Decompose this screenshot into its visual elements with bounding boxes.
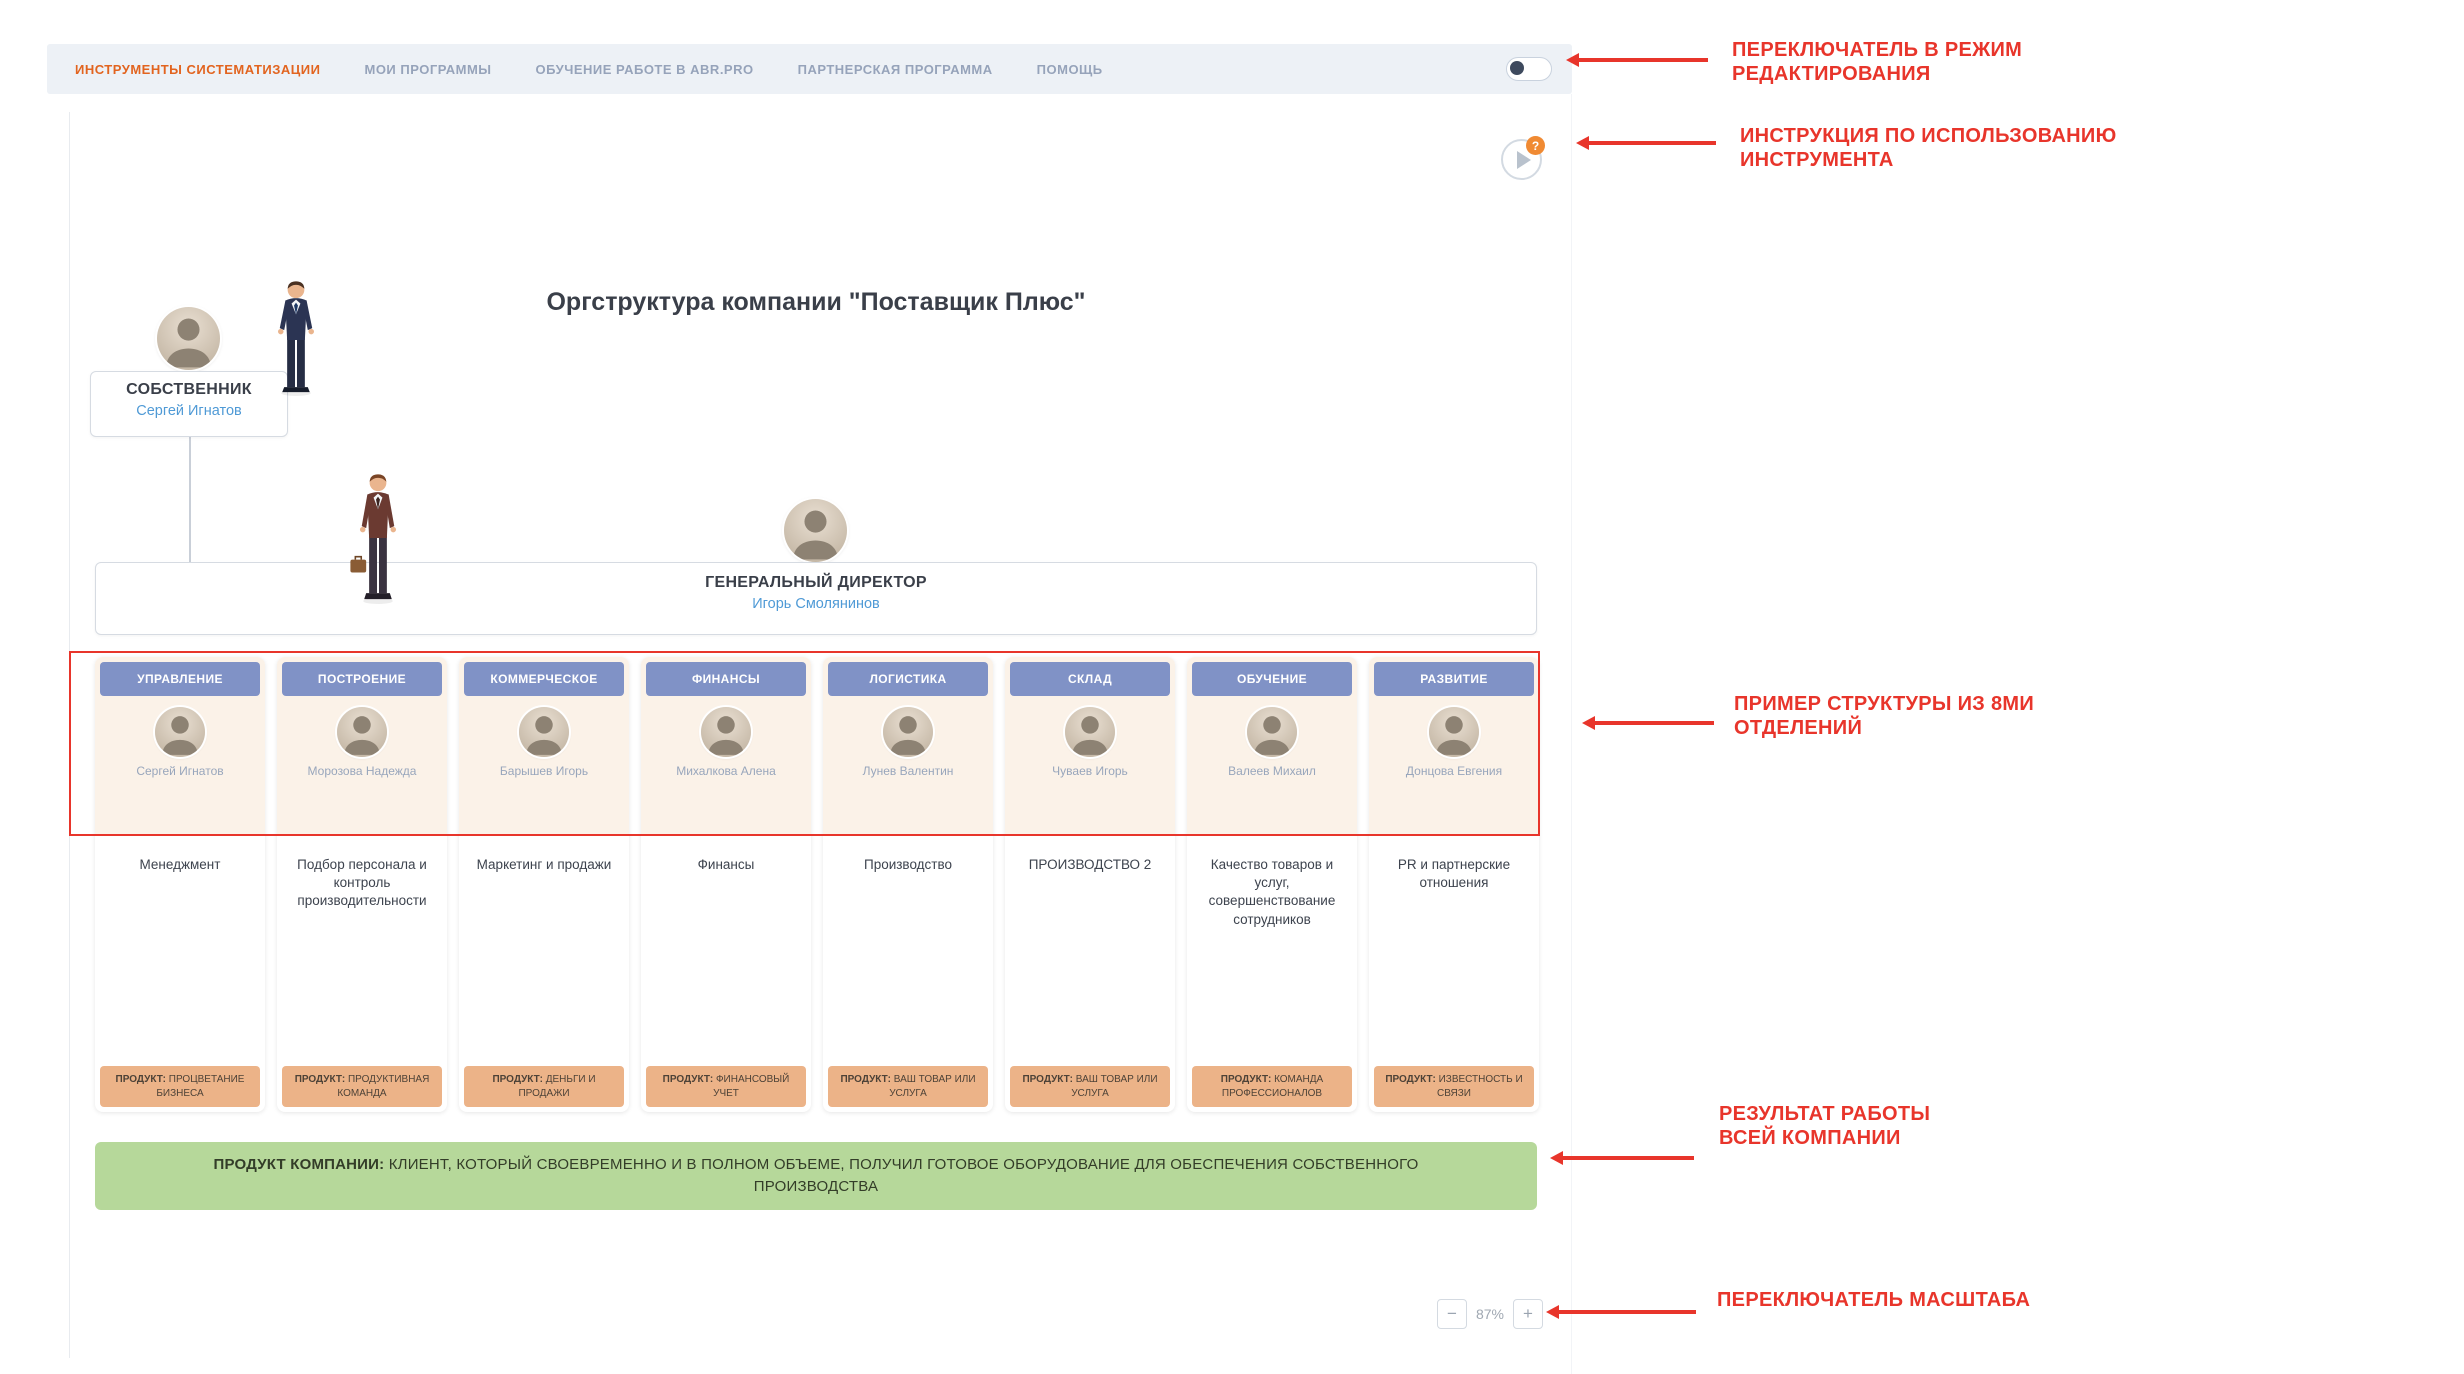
department-description: Качество товаров и услуг, совершенствова… [1187, 836, 1357, 1066]
department-head-avatar [1247, 707, 1297, 757]
toggle-knob [1510, 60, 1524, 75]
department-card-obuchenie[interactable]: ОБУЧЕНИЕ Валеев Михаил Качество товаров … [1187, 657, 1357, 1112]
zoom-control: − 87% + [1437, 1299, 1543, 1329]
department-top: ПОСТРОЕНИЕ Морозова Надежда [277, 657, 447, 836]
director-card[interactable]: ГЕНЕРАЛЬНЫЙ ДИРЕКТОР Игорь Смолянинов [95, 562, 1537, 635]
department-card-logistika[interactable]: ЛОГИСТИКА Лунев Валентин Производство ПР… [823, 657, 993, 1112]
department-head-avatar [337, 707, 387, 757]
department-product-badge: ПРОДУКТ: ИЗВЕСТНОСТЬ И СВЯЗИ [1374, 1066, 1534, 1107]
department-description: Менеджмент [95, 836, 265, 1066]
department-top: РАЗВИТИЕ Донцова Евгения [1369, 657, 1539, 836]
nav-item-partner-program[interactable]: ПАРТНЕРСКАЯ ПРОГРАММА [797, 61, 993, 77]
department-title: ФИНАНСЫ [646, 662, 806, 696]
nav-item-abrpro-training[interactable]: ОБУЧЕНИЕ РАБОТЕ В ABR.PRO [535, 61, 754, 77]
department-top: ФИНАНСЫ Михалкова Алена [641, 657, 811, 836]
department-head-avatar [1429, 707, 1479, 757]
businessman-illustration-owner [278, 281, 314, 397]
department-card-razvitie[interactable]: РАЗВИТИЕ Донцова Евгения PR и партнерски… [1369, 657, 1539, 1112]
nav-item-my-programs[interactable]: МОИ ПРОГРАММЫ [364, 61, 492, 77]
businessman-illustration-director [350, 474, 397, 605]
chart-title: Оргструктура компании "Поставщик Плюс" [546, 288, 1086, 316]
department-product-badge: ПРОДУКТ: ВАШ ТОВАР ИЛИ УСЛУГА [828, 1066, 988, 1107]
department-top: КОММЕРЧЕСКОЕ Барышев Игорь [459, 657, 629, 836]
panel-left-border [69, 112, 70, 1358]
director-avatar [784, 499, 847, 562]
department-product-badge: ПРОДУКТ: ВАШ ТОВАР ИЛИ УСЛУГА [1010, 1066, 1170, 1107]
zoom-in-button[interactable]: + [1513, 1299, 1543, 1329]
play-icon [1517, 151, 1531, 169]
department-title: СКЛАД [1010, 662, 1170, 696]
department-head-name: Сергей Игнатов [136, 764, 224, 778]
department-product-badge: ПРОДУКТ: ПРОДУКТИВНАЯ КОМАНДА [282, 1066, 442, 1107]
annotation-edit-mode-toggle: ПЕРЕКЛЮЧАТЕЛЬ В РЕЖИМ РЕДАКТИРОВАНИЯ [1732, 39, 2023, 85]
department-head-avatar [155, 707, 205, 757]
company-product-banner: ПРОДУКТ КОМПАНИИ: КЛИЕНТ, КОТОРЫЙ СВОЕВР… [95, 1142, 1537, 1210]
owner-role: СОБСТВЕННИК [126, 381, 252, 398]
department-top: ЛОГИСТИКА Лунев Валентин [823, 657, 993, 836]
department-top: УПРАВЛЕНИЕ Сергей Игнатов [95, 657, 265, 836]
panel-right-border [1571, 94, 1572, 1374]
department-top: ОБУЧЕНИЕ Валеев Михаил [1187, 657, 1357, 836]
department-head-avatar [519, 707, 569, 757]
department-title: УПРАВЛЕНИЕ [100, 662, 260, 696]
annotation-arrow-structure-example [1582, 716, 1714, 729]
department-description: ПРОИЗВОДСТВО 2 [1005, 836, 1175, 1066]
department-description: Подбор персонала и контроль производител… [277, 836, 447, 1066]
department-product-badge: ПРОДУКТ: КОМАНДА ПРОФЕССИОНАЛОВ [1192, 1066, 1352, 1107]
department-top: СКЛАД Чуваев Игорь [1005, 657, 1175, 836]
departments-row: УПРАВЛЕНИЕ Сергей Игнатов Менеджмент ПРО… [95, 657, 1539, 1112]
department-card-finansy[interactable]: ФИНАНСЫ Михалкова Алена Финансы ПРОДУКТ:… [641, 657, 811, 1112]
org-connector-line [189, 437, 191, 562]
owner-avatar [157, 307, 220, 370]
owner-name[interactable]: Сергей Игнатов [136, 403, 242, 419]
department-title: ОБУЧЕНИЕ [1192, 662, 1352, 696]
department-head-avatar [1065, 707, 1115, 757]
instruction-button[interactable]: ? [1501, 136, 1545, 180]
owner-card[interactable]: СОБСТВЕННИК Сергей Игнатов [90, 371, 288, 437]
annotation-company-result: РЕЗУЛЬТАТ РАБОТЫ ВСЕЙ КОМПАНИИ [1719, 1103, 1931, 1149]
annotation-arrow-instruction [1576, 136, 1716, 149]
department-card-postroenie[interactable]: ПОСТРОЕНИЕ Морозова Надежда Подбор персо… [277, 657, 447, 1112]
annotation-arrow-edit-mode [1566, 53, 1708, 66]
director-name[interactable]: Игорь Смолянинов [752, 596, 880, 612]
nav-item-help[interactable]: ПОМОЩЬ [1036, 61, 1103, 77]
company-product-label: ПРОДУКТ КОМПАНИИ: [213, 1155, 385, 1173]
department-head-avatar [701, 707, 751, 757]
annotation-arrow-zoom-control [1546, 1305, 1696, 1318]
department-product-badge: ПРОДУКТ: ФИНАНСОВЫЙ УЧЕТ [646, 1066, 806, 1107]
top-navbar: ИНСТРУМЕНТЫ СИСТЕМАТИЗАЦИИ МОИ ПРОГРАММЫ… [47, 44, 1572, 94]
annotation-arrow-company-result [1550, 1151, 1694, 1164]
department-head-name: Михалкова Алена [676, 764, 776, 778]
nav-item-systematization-tools[interactable]: ИНСТРУМЕНТЫ СИСТЕМАТИЗАЦИИ [75, 61, 321, 77]
department-product-badge: ПРОДУКТ: ПРОЦВЕТАНИЕ БИЗНЕСА [100, 1066, 260, 1107]
department-product-badge: ПРОДУКТ: ДЕНЬГИ И ПРОДАЖИ [464, 1066, 624, 1107]
zoom-level: 87% [1475, 1306, 1505, 1322]
annotation-structure-example: ПРИМЕР СТРУКТУРЫ ИЗ 8МИ ОТДЕЛЕНИЙ [1734, 693, 2035, 739]
department-description: Маркетинг и продажи [459, 836, 629, 1066]
company-product-text: КЛИЕНТ, КОТОРЫЙ СВОЕВРЕМЕННО И В ПОЛНОМ … [388, 1155, 1419, 1196]
department-title: РАЗВИТИЕ [1374, 662, 1534, 696]
department-head-name: Донцова Евгения [1405, 764, 1503, 778]
department-card-kommercheskoe[interactable]: КОММЕРЧЕСКОЕ Барышев Игорь Маркетинг и п… [459, 657, 629, 1112]
department-card-upravlenie[interactable]: УПРАВЛЕНИЕ Сергей Игнатов Менеджмент ПРО… [95, 657, 265, 1112]
department-description: Производство [823, 836, 993, 1066]
edit-mode-toggle[interactable] [1506, 57, 1552, 81]
director-role: ГЕНЕРАЛЬНЫЙ ДИРЕКТОР [705, 574, 927, 591]
department-title: ЛОГИСТИКА [828, 662, 988, 696]
department-head-name: Валеев Михаил [1228, 764, 1316, 778]
annotation-instruction: ИНСТРУКЦИЯ ПО ИСПОЛЬЗОВАНИЮ ИНСТРУМЕНТА [1740, 125, 2117, 171]
department-card-sklad[interactable]: СКЛАД Чуваев Игорь ПРОИЗВОДСТВО 2 ПРОДУК… [1005, 657, 1175, 1112]
department-description: PR и партнерские отношения [1369, 836, 1539, 1066]
department-head-name: Лунев Валентин [862, 764, 954, 778]
department-title: ПОСТРОЕНИЕ [282, 662, 442, 696]
department-head-name: Морозова Надежда [307, 764, 417, 778]
department-head-name: Чуваев Игорь [1052, 764, 1128, 778]
department-description: Финансы [641, 836, 811, 1066]
department-title: КОММЕРЧЕСКОЕ [464, 662, 624, 696]
department-head-avatar [883, 707, 933, 757]
department-head-name: Барышев Игорь [499, 764, 589, 778]
question-badge-icon: ? [1526, 136, 1545, 155]
annotation-zoom-control: ПЕРЕКЛЮЧАТЕЛЬ МАСШТАБА [1717, 1289, 2031, 1311]
zoom-out-button[interactable]: − [1437, 1299, 1467, 1329]
